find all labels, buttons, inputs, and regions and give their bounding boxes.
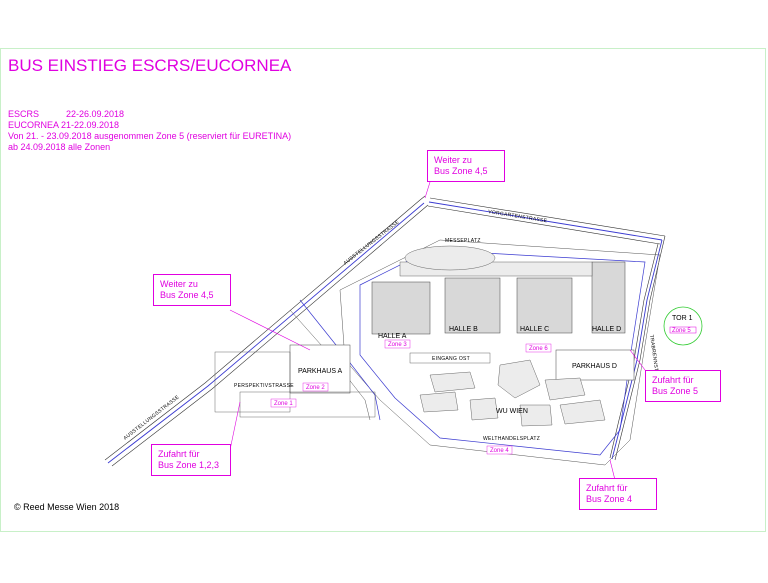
vorgartenstrasse-road <box>427 197 666 245</box>
info-escrs-dates: 22-26.09.2018 <box>66 109 125 119</box>
eingang-label: EINGANG OST <box>432 356 470 362</box>
callout-zufahrt-zone-5: Zufahrt für Bus Zone 5 <box>645 370 721 402</box>
access-road <box>299 299 381 421</box>
zone-6-label: Zone 6 <box>529 346 548 352</box>
callout-line: Weiter zu <box>160 279 198 289</box>
site-boundary <box>339 239 661 466</box>
halle-b-building <box>444 277 501 334</box>
inner-road <box>359 249 646 456</box>
tor-1-marker <box>663 306 703 346</box>
info-line-2: EUCORNEA 21-22.09.2018 <box>8 120 120 130</box>
parking-lot <box>214 351 291 413</box>
callout-line: Bus Zone 1,2,3 <box>158 460 220 470</box>
parkhaus-d-label: PARKHAUS D <box>572 363 617 370</box>
tor-1-label: TOR 1 <box>672 315 693 322</box>
callout-line: Weiter zu <box>434 155 472 165</box>
callout-line: Zufahrt für <box>158 449 200 459</box>
callout-line: Zufahrt für <box>652 375 694 385</box>
halle-b-label: HALLE B <box>449 326 478 333</box>
halle-c-label: HALLE C <box>520 326 549 333</box>
callout-leaders <box>229 181 649 481</box>
parkhaus-d-building <box>555 349 635 381</box>
info-line-1: ESCRS 22-26.09.2018 <box>8 109 124 120</box>
welthandelsplatz-label: WELTHANDELSPLATZ <box>483 436 540 442</box>
perspektivstrasse-label: PERSPEKTIVSTRASSE <box>234 383 294 389</box>
map-frame <box>0 48 766 532</box>
zone-3-label: Zone 3 <box>388 342 407 348</box>
info-line-3: Von 21. - 23.09.2018 ausgenommen Zone 5 … <box>8 131 292 141</box>
parkhaus-a-label: PARKHAUS A <box>298 368 343 375</box>
ausstellungsstrasse-top-label: AUSSTELLUNGSSTRASSE <box>343 219 401 266</box>
callout-weiter-zone-45-left: Weiter zu Bus Zone 4,5 <box>153 274 231 306</box>
halle-a-building <box>371 281 431 335</box>
halle-c-building <box>516 277 573 334</box>
page-title: BUS EINSTIEG ESCRS/EUCORNEA <box>8 56 292 75</box>
halle-a-label: HALLE A <box>378 333 407 340</box>
zone-2-label: Zone 2 <box>306 385 325 391</box>
callout-line: Bus Zone 5 <box>652 386 699 396</box>
callout-line: Bus Zone 4 <box>586 494 633 504</box>
callout-line: Bus Zone 4,5 <box>434 166 488 176</box>
ausstellungsstrasse-bottom-label: AUSSTELLUNGSSTRASSE <box>123 394 181 441</box>
halle-d-building <box>591 261 626 334</box>
callout-zufahrt-zone-123: Zufahrt für Bus Zone 1,2,3 <box>151 444 231 476</box>
zone-1-label: Zone 1 <box>274 401 293 407</box>
wu-wien-complex <box>419 359 606 427</box>
zone-1-area <box>239 391 376 418</box>
callout-line: Bus Zone 4,5 <box>160 290 214 300</box>
callout-zufahrt-zone-4: Zufahrt für Bus Zone 4 <box>579 478 657 510</box>
info-escrs-label: ESCRS <box>8 109 40 119</box>
wu-wien-label: WU WIEN <box>496 408 528 415</box>
messeplatz-label: MESSEPLATZ <box>445 238 481 244</box>
vorgartenstrasse-label: VORGARTENSTRASSE <box>488 209 548 224</box>
zone-4-label: Zone 4 <box>490 448 509 454</box>
messe-center <box>404 245 496 271</box>
info-line-4: ab 24.09.2018 alle Zonen <box>8 142 111 152</box>
callout-line: Zufahrt für <box>586 483 628 493</box>
ausstellungsstrasse-road <box>104 195 429 467</box>
eingang-building <box>409 352 491 364</box>
zone-5-label: Zone 5 <box>672 328 691 334</box>
copyright-notice: © Reed Messe Wien 2018 <box>14 502 120 512</box>
halle-d-label: HALLE D <box>592 326 621 333</box>
zone-5-box <box>669 326 697 334</box>
callout-weiter-zone-45-top: Weiter zu Bus Zone 4,5 <box>427 150 505 182</box>
